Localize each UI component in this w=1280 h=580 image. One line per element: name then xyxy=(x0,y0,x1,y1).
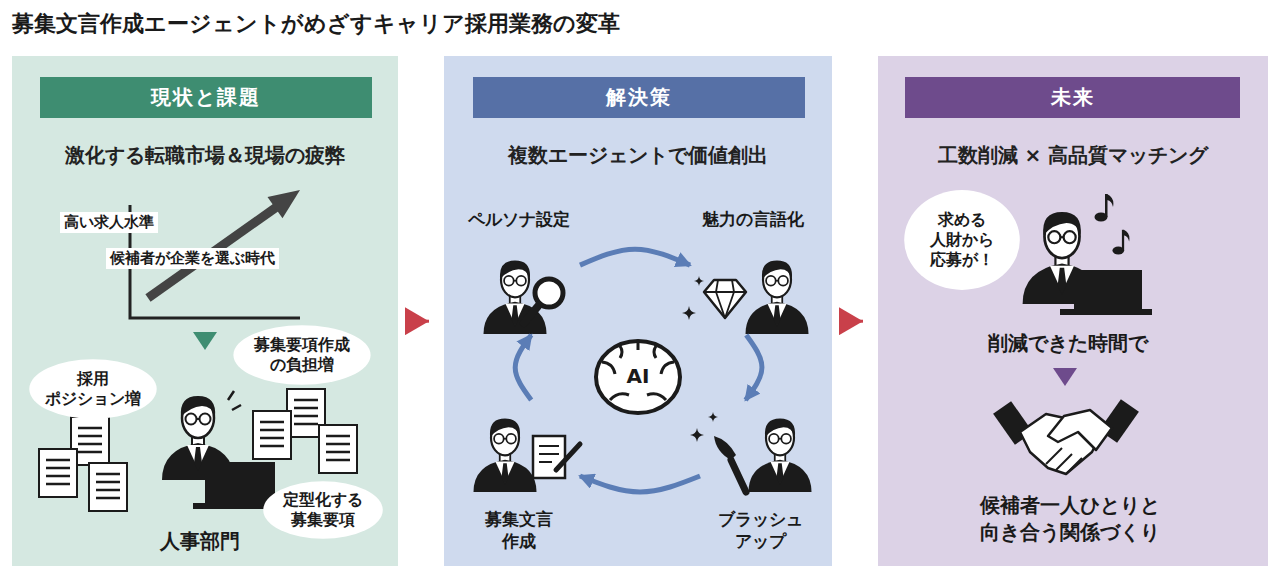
node-text: ペルソナ設定 xyxy=(468,208,570,230)
agent-node: ペルソナ設定 xyxy=(458,208,580,335)
chart-note: 候補者が企業を選ぶ時代 xyxy=(106,248,279,269)
panel-subtitle: 複数エージェントで価値創出 xyxy=(444,142,832,169)
header-band: 現状と課題 xyxy=(40,77,372,118)
stage-panel: 工数削減 × 高品質マッチング未来求める 人財から 応募が！ xyxy=(878,56,1268,566)
stage-panel: 複数エージェントで価値創出解決策ペルソナ設定 魅力の言語化募集文言 作成 ブラッシュ… xyxy=(444,56,832,566)
bubble-shape xyxy=(29,359,156,419)
bubble-shape xyxy=(263,481,383,539)
node-text: 定型化する 募集要項 xyxy=(283,490,363,530)
header-band: 未来 xyxy=(905,77,1240,118)
header-text: 未来 xyxy=(1051,84,1095,111)
bubble-shape xyxy=(904,190,1020,290)
ai-mark: AI xyxy=(627,364,650,388)
node-text: 魅力の言語化 xyxy=(702,208,804,230)
speech-bubble: 定型化する 募集要項 xyxy=(262,480,384,540)
panel-subtitle: 工数削減 × 高品質マッチング xyxy=(878,142,1268,169)
diagram-title: 募集文言作成エージェントがめざすキャリア採用業務の変革 xyxy=(12,9,620,39)
bubble-shape xyxy=(233,325,370,385)
note-text: 削減できた時間で xyxy=(988,330,1148,357)
node-text: 募集文言 作成 xyxy=(485,508,553,552)
node-text: 求める 人財から 応募が！ xyxy=(930,210,994,270)
role-caption: 人事部門 xyxy=(160,528,240,555)
speech-bubble: 募集要項作成 の負担増 xyxy=(232,324,372,386)
header-band: 解決策 xyxy=(473,77,805,118)
agent-node: 魅力の言語化 xyxy=(690,208,815,335)
stage-panel: 激化する転職市場＆現場の疲弊現状と課題採用 ポジション増 募集要項作成 の負担増定… xyxy=(12,56,398,566)
chart-note: 高い求人水準 xyxy=(60,212,158,233)
header-text: 現状と課題 xyxy=(151,84,261,111)
node-text: 採用 ポジション増 xyxy=(45,369,141,409)
node-text: ブラッシュ アップ xyxy=(718,508,803,552)
panel-subtitle: 激化する転職市場＆現場の疲弊 xyxy=(12,142,398,169)
flow-arrow xyxy=(407,320,429,323)
flow-arrow xyxy=(841,320,863,323)
note-text: 候補者一人ひとりと 向き合う関係づくり xyxy=(980,492,1160,546)
speech-bubble: 採用 ポジション増 xyxy=(28,358,158,420)
node-text: 募集要項作成 の負担増 xyxy=(254,335,350,375)
agent-node: ブラッシュ アップ xyxy=(700,400,820,552)
agent-node: 募集文言 作成 xyxy=(458,400,580,552)
header-text: 解決策 xyxy=(606,84,672,111)
speech-bubble: 求める 人財から 応募が！ xyxy=(903,188,1021,292)
